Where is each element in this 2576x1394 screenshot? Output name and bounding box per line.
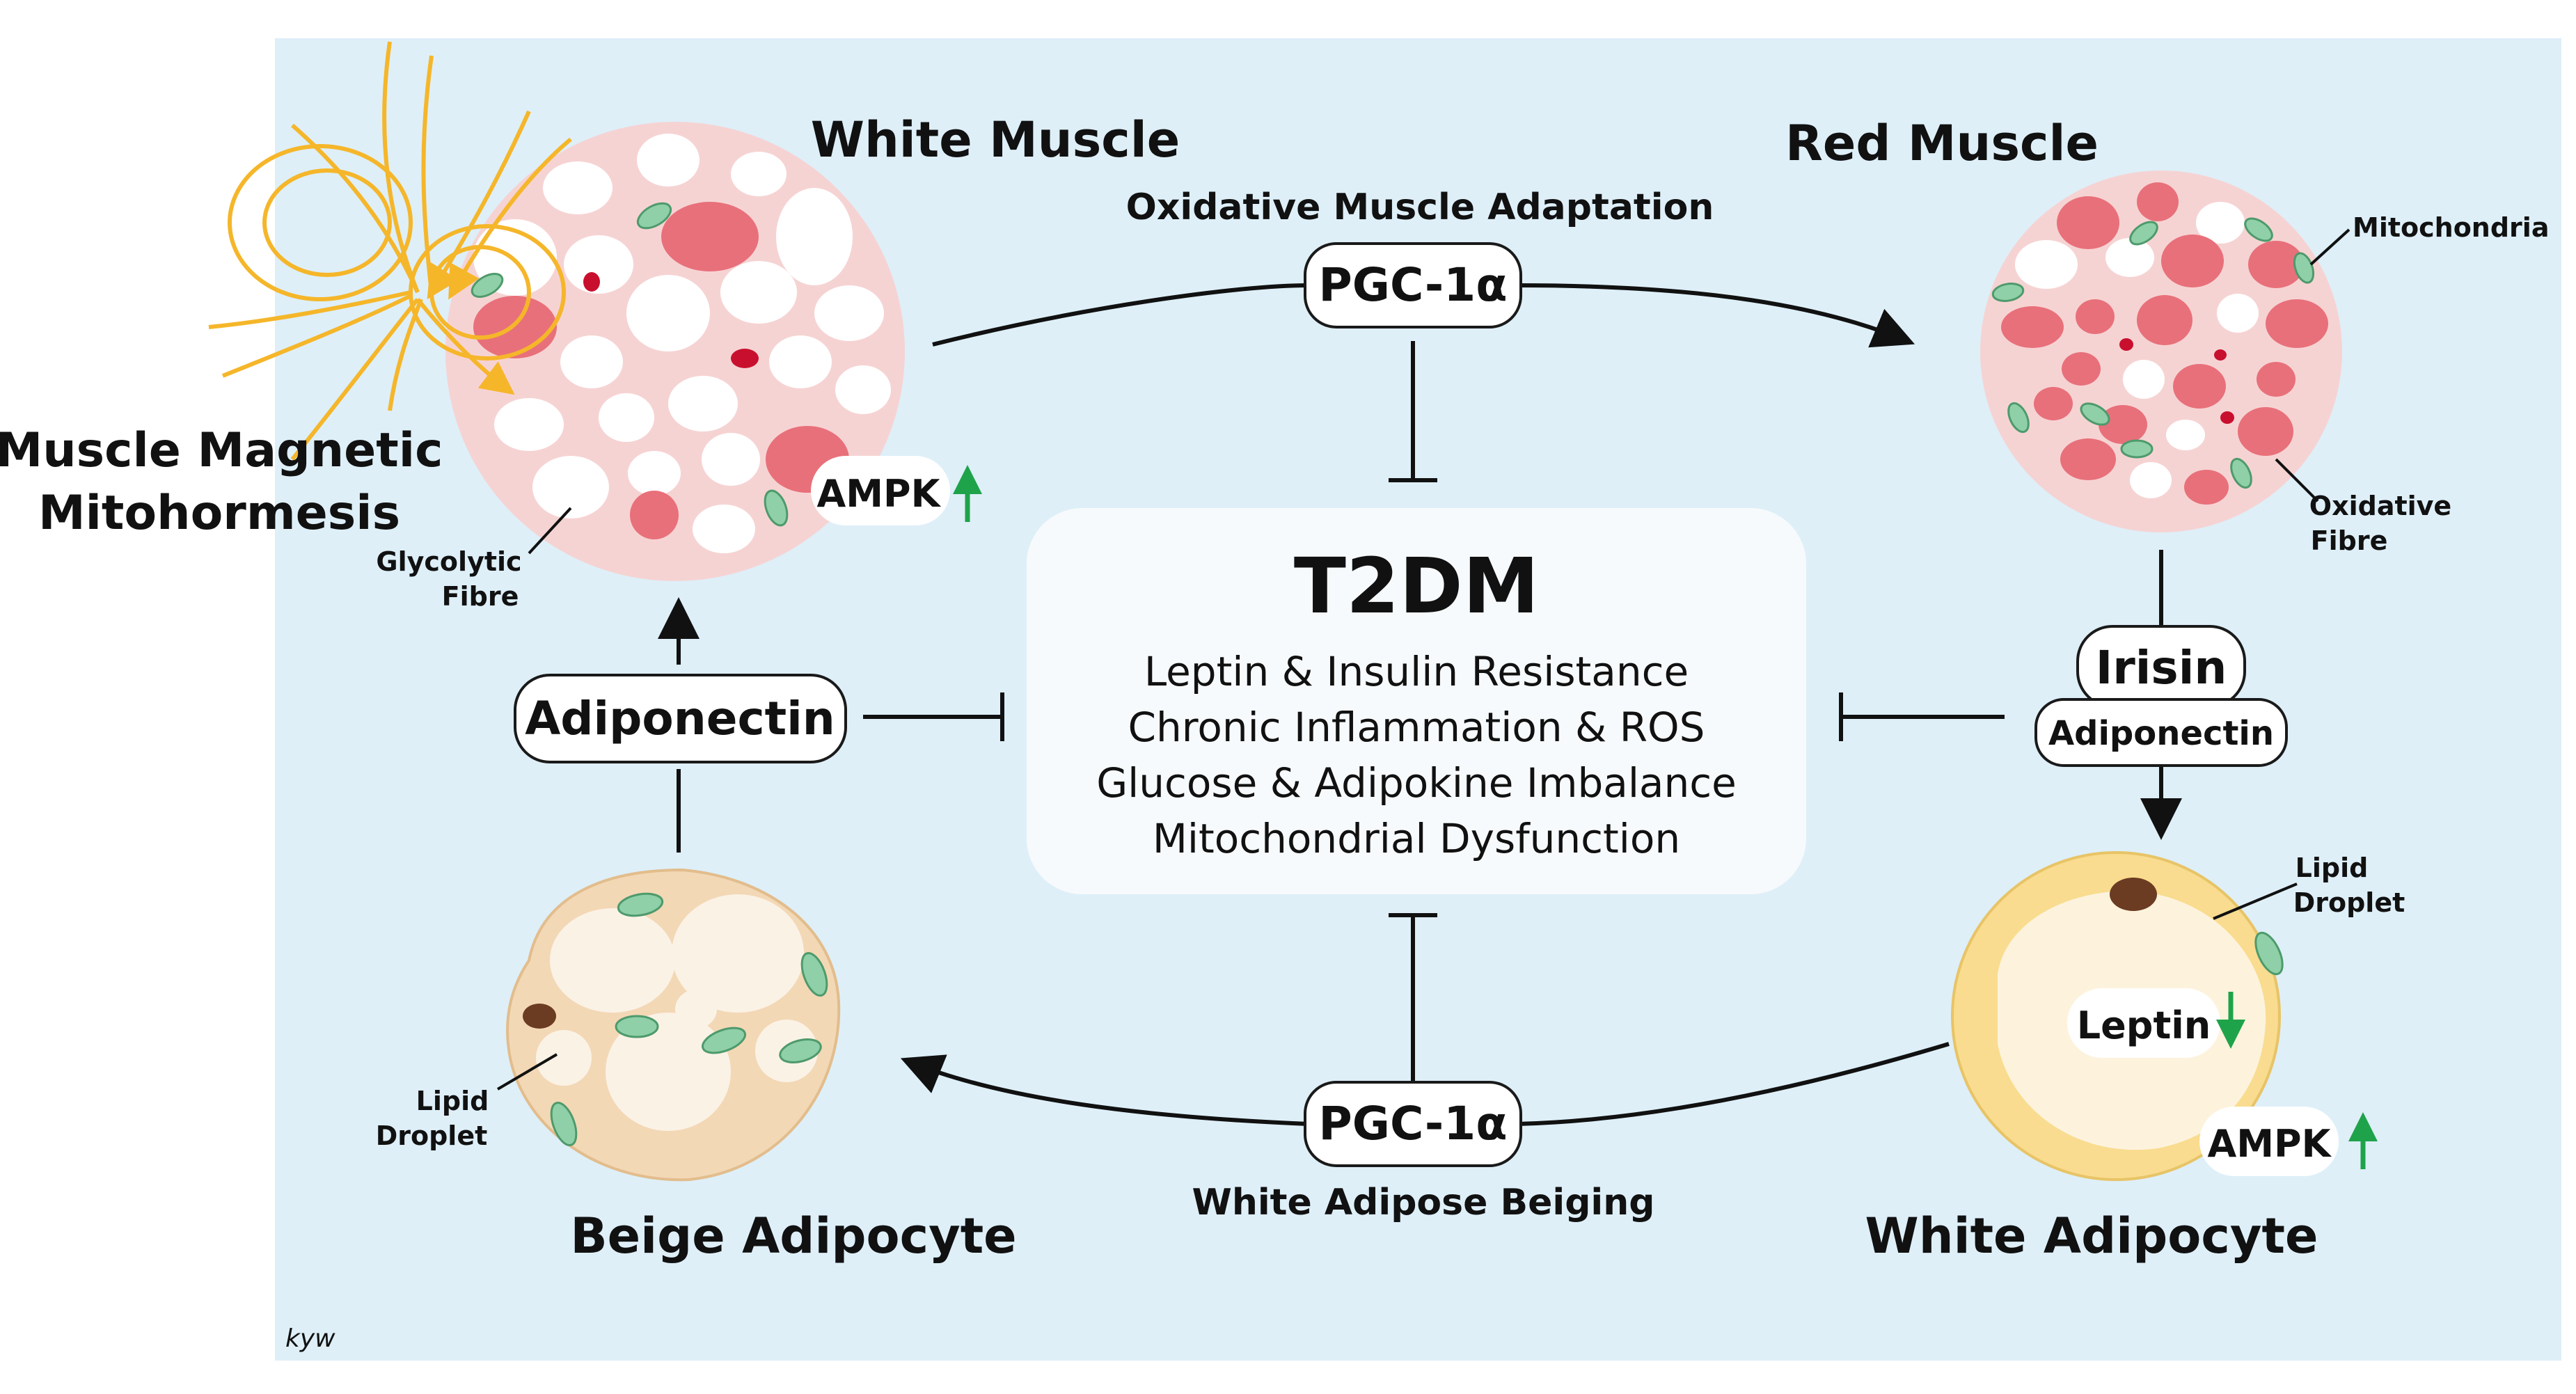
magnetic-title-line-2: Mitohormesis bbox=[38, 486, 400, 541]
leptin-pill bbox=[2067, 988, 2220, 1058]
lipid-left-label-2: Droplet bbox=[376, 1120, 488, 1151]
t2dm-box bbox=[1027, 508, 1806, 894]
pgc-bottom-label: PGC-1α bbox=[1318, 1097, 1507, 1150]
pointer-oxidative bbox=[2275, 458, 2319, 502]
adiponectin-right-pill bbox=[2034, 698, 2288, 767]
magnetic-field-lines bbox=[208, 41, 572, 461]
mitochondria-label: Mitochondria bbox=[2353, 212, 2549, 243]
lipid-right-label-2: Droplet bbox=[2293, 887, 2405, 918]
arrow-white-to-red-muscle bbox=[932, 283, 1309, 347]
adiponectin-left-pill bbox=[514, 674, 847, 763]
ampk-adipo-pill bbox=[2199, 1107, 2339, 1176]
inhibit-adiponectin-left bbox=[863, 692, 1004, 741]
arrow-white-to-beige-adipocyte bbox=[1517, 1042, 1950, 1126]
pointer-lipid-right bbox=[2213, 882, 2298, 920]
glycolytic-label-1: Glycolytic bbox=[376, 546, 521, 577]
inhibit-pgc-bottom bbox=[1389, 913, 1437, 1086]
inhibit-pgc-top bbox=[1389, 341, 1437, 482]
leptin-label: Leptin bbox=[2077, 1004, 2211, 1047]
oxidative-fibre-label-2: Fibre bbox=[2311, 525, 2388, 556]
white-adipocyte-title: White Adipocyte bbox=[1865, 1207, 2318, 1265]
pointer-mitochondria bbox=[2309, 228, 2350, 266]
beige-adipocyte-cell bbox=[506, 868, 841, 1182]
lipid-right-label-1: Lipid bbox=[2296, 853, 2369, 883]
inhibit-irisin-right bbox=[1839, 692, 2005, 741]
t2dm-line-3: Glucose & Adipokine Imbalance bbox=[1096, 759, 1737, 807]
ampk-muscle-label: AMPK bbox=[817, 472, 942, 516]
adiponectin-left-label: Adiponectin bbox=[525, 692, 835, 745]
t2dm-title: T2DM bbox=[1294, 541, 1539, 631]
adiponectin-right-label: Adiponectin bbox=[2048, 714, 2274, 753]
pointer-glycolytic bbox=[528, 507, 572, 555]
red-muscle-title: Red Muscle bbox=[1785, 115, 2099, 172]
lipid-left-label-1: Lipid bbox=[416, 1086, 489, 1116]
pgc-top-pill bbox=[1304, 242, 1522, 328]
beige-adipocyte-title: Beige Adipocyte bbox=[570, 1207, 1016, 1265]
glycolytic-label-2: Fibre bbox=[442, 581, 519, 612]
arrow-white-to-beige-adipocyte-2 bbox=[900, 1054, 1309, 1126]
white-muscle-title: White Muscle bbox=[811, 111, 1180, 168]
beiging-label: White Adipose Beiging bbox=[1192, 1182, 1654, 1223]
ampk-muscle-pill bbox=[811, 456, 950, 525]
pgc-bottom-pill bbox=[1304, 1081, 1522, 1167]
oxidative-fibre-label-1: Oxidative bbox=[2309, 491, 2451, 521]
t2dm-line-1: Leptin & Insulin Resistance bbox=[1144, 648, 1689, 695]
oxidative-adaptation-label: Oxidative Muscle Adaptation bbox=[1126, 187, 1714, 228]
pointer-lipid-left bbox=[496, 1053, 558, 1091]
red-muscle-cell bbox=[1980, 171, 2342, 532]
ampk-adipo-label: AMPK bbox=[2208, 1122, 2332, 1166]
magnetic-title-line-1: Muscle Magnetic bbox=[0, 423, 443, 478]
signature: kyw bbox=[285, 1324, 335, 1353]
t2dm-line-2: Chronic Inflammation & ROS bbox=[1128, 704, 1705, 751]
t2dm-line-4: Mitochondrial Dysfunction bbox=[1153, 815, 1680, 862]
irisin-label: Irisin bbox=[2096, 641, 2227, 695]
arrow-white-to-red-muscle-2 bbox=[1517, 283, 1915, 348]
pgc-top-label: PGC-1α bbox=[1318, 258, 1507, 312]
